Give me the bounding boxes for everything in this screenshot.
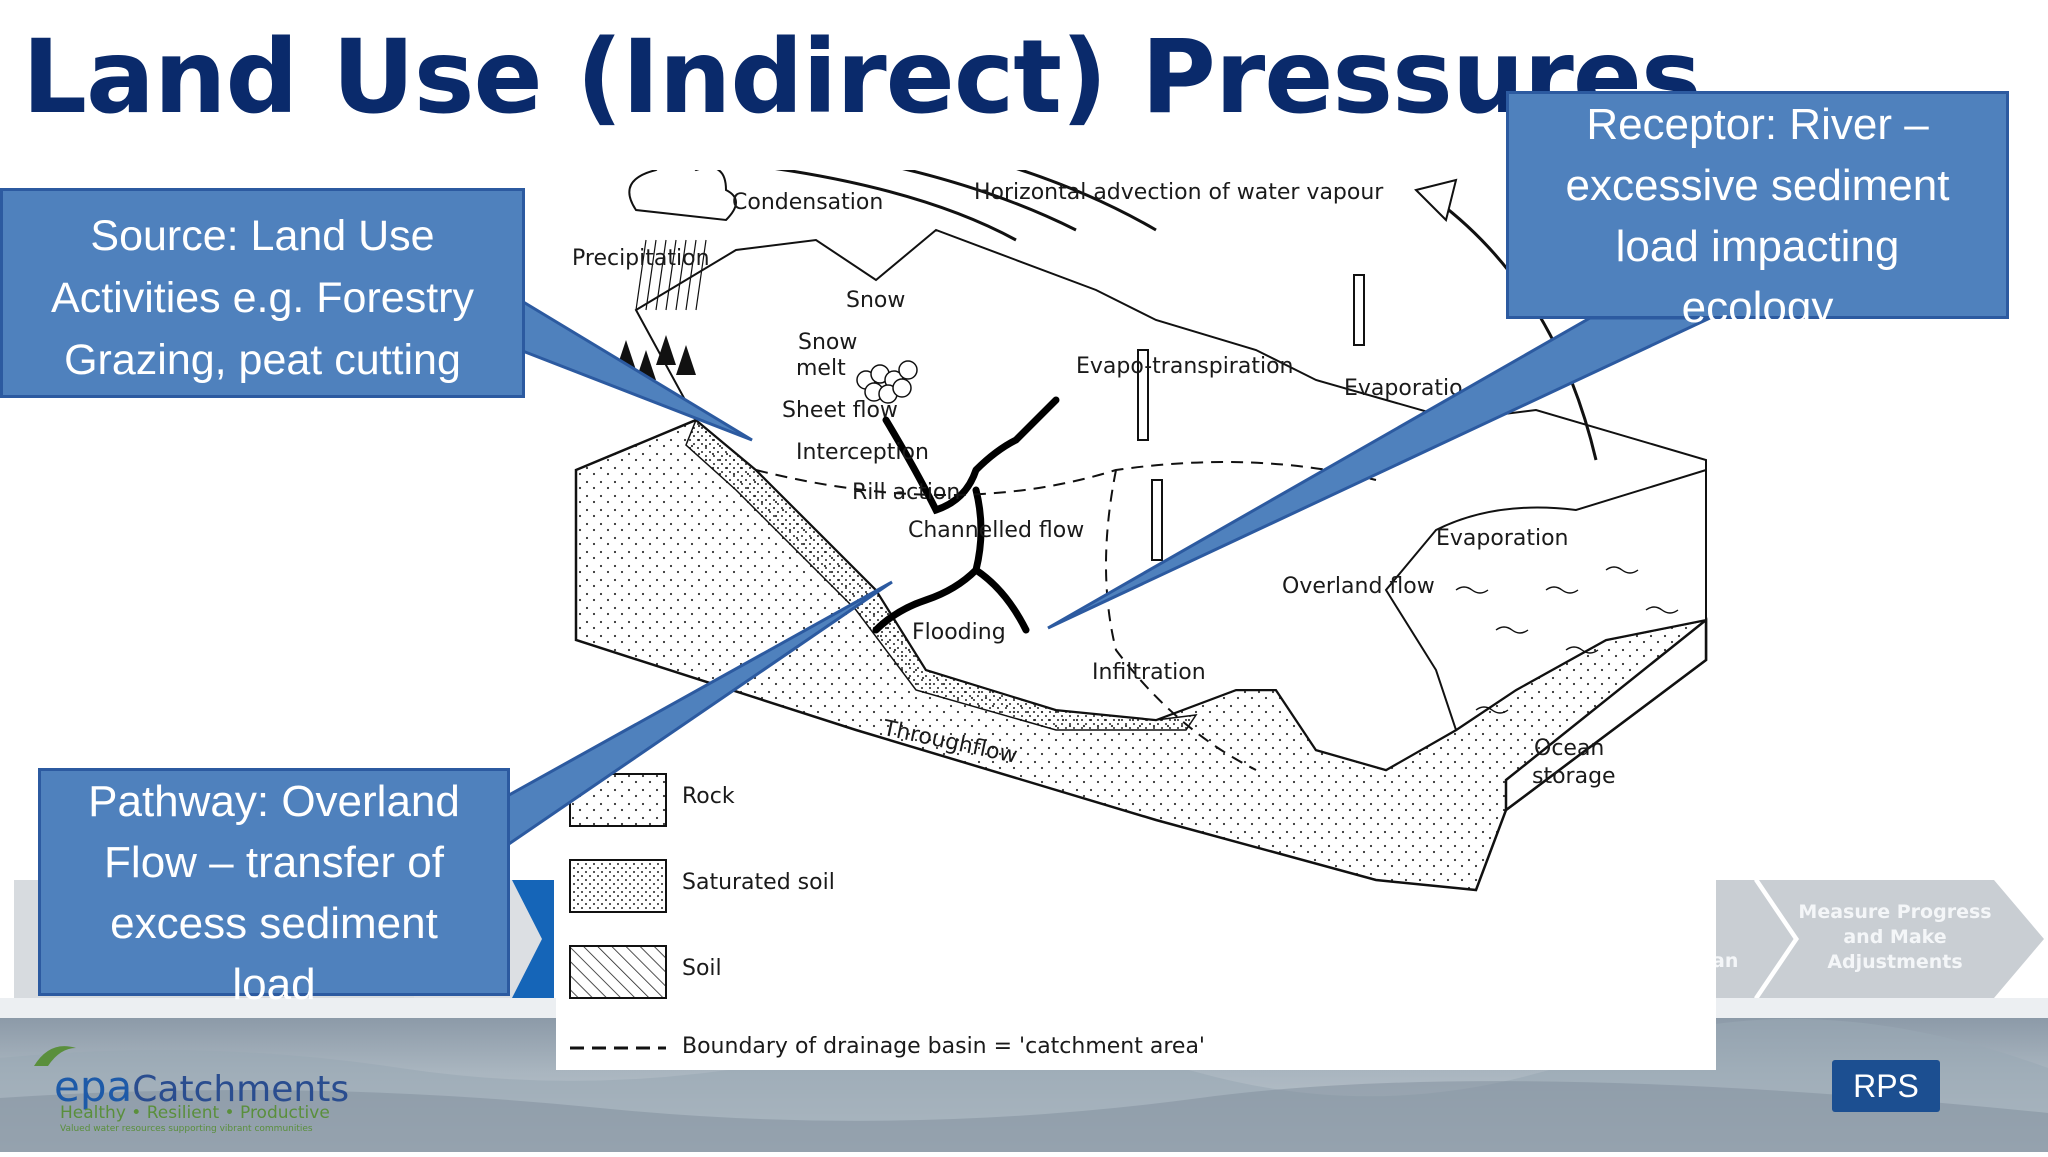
label-flooding: Flooding [912, 620, 1006, 645]
logo-catchments-text: Catchments [132, 1069, 350, 1110]
process-step-label-line: Measure Progress [1798, 901, 1992, 923]
page-title: Land Use (Indirect) Pressures [22, 18, 1702, 137]
process-step-active [512, 880, 554, 998]
receptor-callout-line: ecology [1681, 283, 1834, 332]
epa-logo-swoosh-icon [34, 1046, 76, 1066]
receptor-callout-line: load impacting [1615, 222, 1900, 271]
receptor-callout-line: excessive sediment [1565, 161, 1950, 210]
label-snow-melt: Snow [798, 330, 858, 355]
process-step-7 [1759, 880, 2044, 998]
water-cycle-diagram: Condensation Horizontal advection of wat… [556, 128, 1716, 1070]
label-ocean-storage: Ocean [1534, 736, 1605, 761]
label-snow: Snow [846, 288, 906, 313]
label-condensation: Condensation [732, 190, 884, 215]
label-ocean-storage: storage [1532, 764, 1616, 789]
label-overland-flow: Overland flow [1282, 574, 1435, 599]
source-callout-line: Activities e.g. Forestry [51, 274, 474, 322]
pathway-callout-line: Flow – transfer of [104, 838, 444, 887]
footer-water-texture [0, 1018, 2048, 1152]
process-step-label-line: and Make [1843, 926, 1947, 948]
label-horizontal-advection: Horizontal advection of water vapour [974, 180, 1384, 205]
logo-small-text: Valued water resources supporting vibran… [60, 1124, 313, 1134]
legend-rock: Rock [682, 784, 735, 809]
epa-catchments-logo: epaCatchments [54, 1062, 349, 1111]
logo-tagline: Healthy • Resilient • Productive [60, 1103, 330, 1123]
label-sheet-flow: Sheet flow [782, 398, 898, 423]
source-callout-line: Source: Land Use [90, 212, 435, 260]
label-snow-melt: melt [796, 356, 846, 381]
logo-epa-text: epa [54, 1062, 133, 1111]
pathway-callout-line: Pathway: Overland [88, 777, 460, 826]
label-precipitation: Precipitation [572, 246, 710, 271]
process-step-partial-label: an [1712, 950, 1739, 972]
legend-saturated-soil: Saturated soil [682, 870, 835, 895]
pathway-callout-line: load [232, 960, 316, 1009]
label-evaporation-top: Evaporatio [1344, 376, 1463, 401]
label-channelled-flow: Channelled flow [908, 518, 1085, 543]
label-interception: Interception [796, 440, 929, 465]
label-evaporation: Evaporation [1436, 526, 1569, 551]
rps-logo: RPS [1832, 1060, 1940, 1112]
pathway-callout: Pathway: Overland Flow – transfer of exc… [38, 768, 510, 1009]
source-callout-line: Grazing, peat cutting [64, 336, 461, 384]
label-infiltration: Infiltration [1092, 660, 1206, 685]
catchment-illustration [569, 128, 1708, 1050]
label-evapo-transpiration: Evapo-transpiration [1076, 354, 1294, 379]
process-step-label-line: Adjustments [1827, 951, 1963, 973]
source-callout: Source: Land Use Activities e.g. Forestr… [0, 188, 525, 398]
legend-soil: Soil [682, 956, 722, 981]
receptor-callout-line: Receptor: River – [1586, 100, 1929, 149]
receptor-callout: Receptor: River – excessive sediment loa… [1506, 91, 2009, 332]
process-step-label: Measure Progress and Make Adjustments [1790, 900, 2000, 975]
pathway-callout-line: excess sediment [110, 899, 438, 948]
label-rill-action: Rill action [852, 480, 961, 505]
legend-boundary: Boundary of drainage basin = 'catchment … [682, 1034, 1205, 1059]
